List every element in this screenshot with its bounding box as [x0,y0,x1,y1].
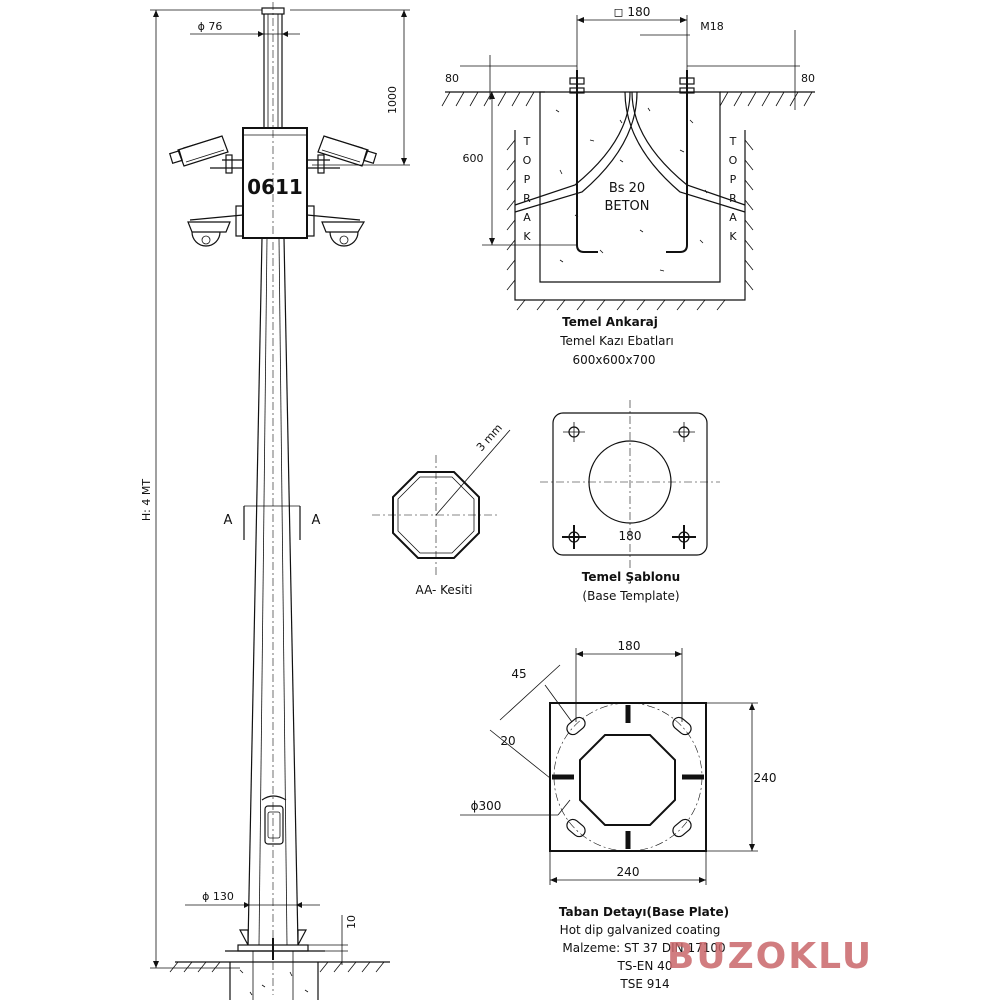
baseplate-title: Taban Detayı(Base Plate) [559,905,729,919]
total-height-dimension: H: 4 MT [140,9,262,969]
svg-text:1000: 1000 [386,86,399,114]
svg-text:Malzeme: ST 37 DIN 17100: Malzeme: ST 37 DIN 17100 [562,941,725,955]
svg-text:180: 180 [619,529,642,543]
svg-text:A: A [224,513,233,528]
svg-text:45: 45 [511,667,526,681]
svg-text:TS-EN 40: TS-EN 40 [617,959,673,973]
svg-text:K: K [729,230,737,243]
svg-text:(Base Template): (Base Template) [582,589,679,603]
pole-elevation: 0611 [140,2,410,1000]
svg-text:R: R [523,192,531,205]
top-height-dimension: 1000 [290,9,410,166]
base-template: 180 Temel Şablonu (Base Template) [540,400,720,603]
svg-text:P: P [730,173,737,186]
svg-text:T: T [523,135,531,148]
svg-text:Hot dip galvanized coating: Hot dip galvanized coating [560,923,721,937]
svg-text:3 mm: 3 mm [474,421,505,453]
svg-text:240: 240 [617,865,640,879]
foundation-title: Temel Ankaraj [562,315,658,329]
svg-text:240: 240 [754,771,777,785]
base-plate-detail: 180 45 20 ϕ300 240 240 Taban Detayı(Base… [460,639,776,991]
svg-text:10: 10 [345,915,358,929]
section-aa: 3 mm AA- Kesiti [372,421,511,597]
template-title: Temel Şablonu [582,570,680,584]
foundation-anchor: Bs 20 BETON T O P R A K T O P R A K ◻ 18… [441,5,815,367]
svg-text:M18: M18 [700,20,724,33]
svg-text:ϕ 76: ϕ 76 [198,20,223,33]
section-title: AA- Kesiti [416,583,473,597]
svg-text:BUZOKLU: BUZOKLU [667,936,873,977]
pole-box-number: 0611 [247,175,303,199]
svg-text:600x600x700: 600x600x700 [573,353,656,367]
svg-text:ϕ300: ϕ300 [471,799,502,813]
floodlight-left-icon [169,135,243,174]
svg-text:R: R [729,192,737,205]
svg-text:◻ 180: ◻ 180 [614,5,651,19]
svg-text:A: A [312,513,321,528]
bottom-diameter-dimension: ϕ 130 [185,890,320,908]
svg-text:80: 80 [445,72,459,85]
junction-box [242,127,308,239]
svg-text:O: O [523,154,532,167]
inspection-door [261,795,287,845]
svg-text:K: K [523,230,531,243]
base-height-dimension: 10 [308,915,358,965]
svg-text:H: 4 MT: H: 4 MT [140,479,153,521]
svg-text:180: 180 [618,639,641,653]
svg-text:BETON: BETON [604,199,649,214]
svg-text:T: T [729,135,737,148]
pole-base [169,929,390,1000]
svg-text:80: 80 [801,72,815,85]
section-marks: A A [224,505,321,540]
svg-text:Temel Kazı Ebatları: Temel Kazı Ebatları [559,334,674,348]
svg-text:P: P [524,173,531,186]
svg-text:20: 20 [500,734,515,748]
svg-text:A: A [729,211,737,224]
svg-text:ϕ 130: ϕ 130 [202,890,234,903]
top-diameter-dimension: ϕ 76 [190,20,300,37]
svg-text:TSE 914: TSE 914 [619,977,669,991]
dome-light-right-icon [306,205,366,247]
svg-text:600: 600 [463,152,484,165]
svg-text:A: A [523,211,531,224]
watermark-logo: BUZOKLU [667,936,873,977]
floodlight-right-icon [307,135,377,174]
svg-text:O: O [729,154,738,167]
svg-text:Bs 20: Bs 20 [609,181,645,196]
dome-light-left-icon [187,205,244,247]
